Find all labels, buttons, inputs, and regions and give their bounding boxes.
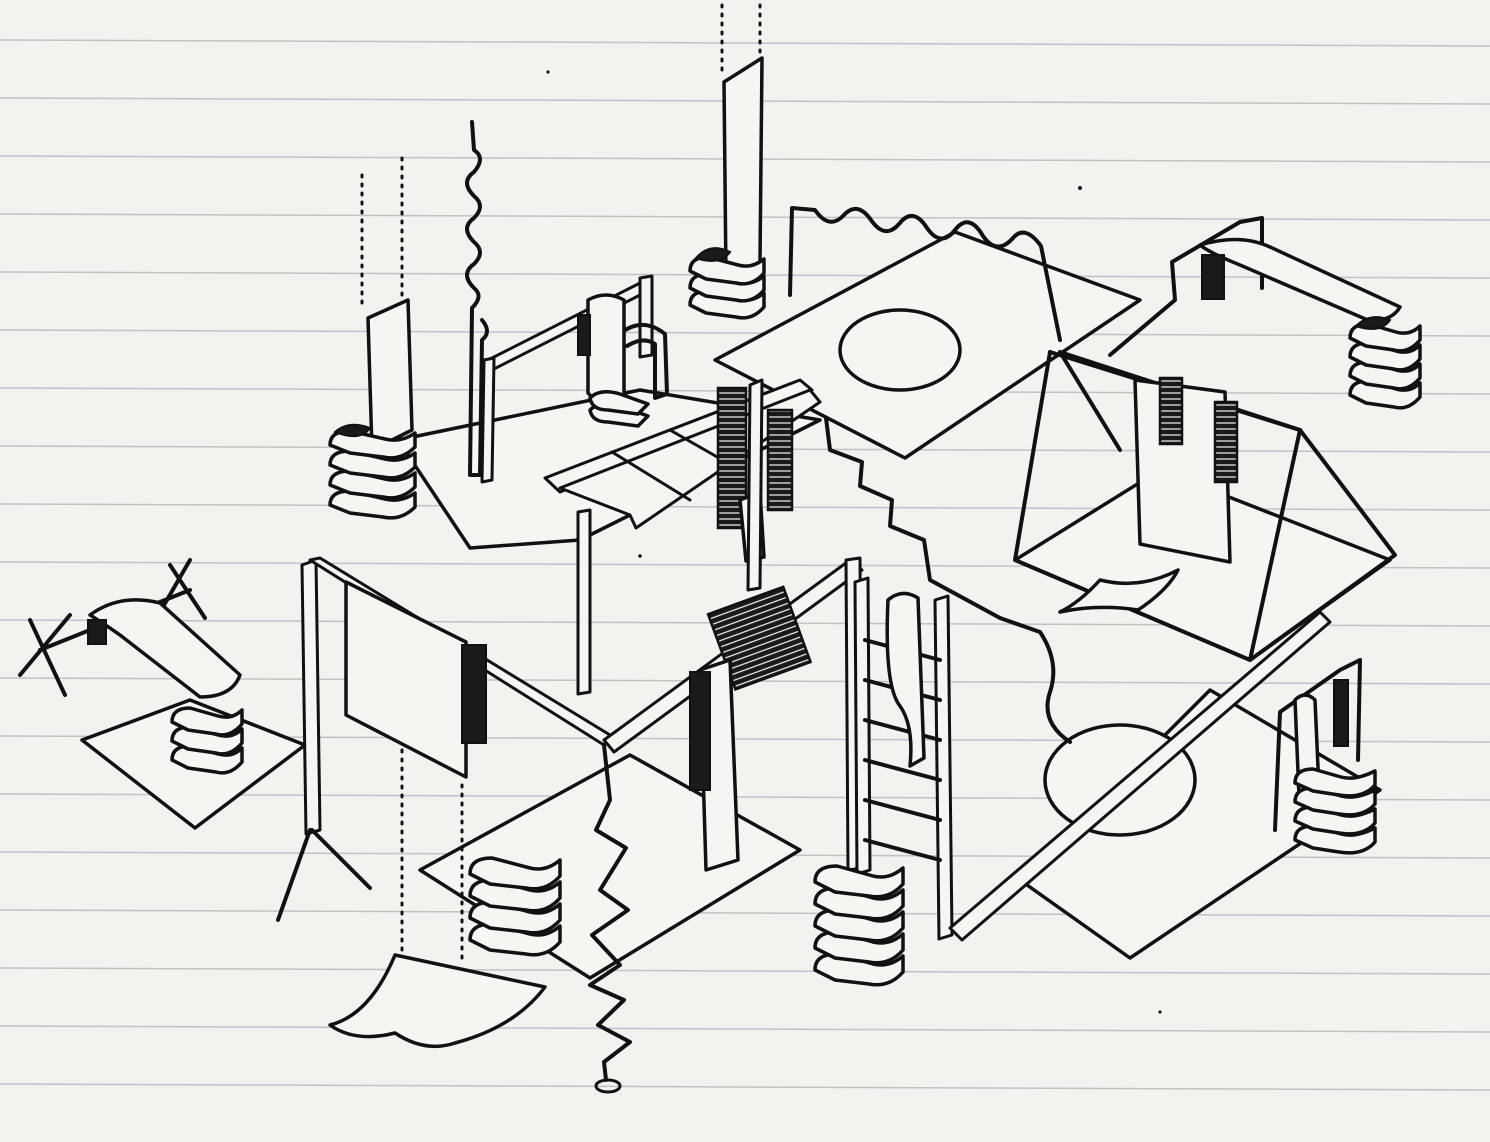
- dark-textile-strip: [1333, 679, 1349, 747]
- stacked-fabric-pile: [328, 423, 417, 520]
- circular-rug-top: [838, 308, 962, 392]
- striped-textile-right: [766, 408, 794, 512]
- stacked-fabric-pile: [813, 864, 905, 987]
- ruled-line: [0, 329, 1490, 337]
- dark-textile-strip: [689, 671, 711, 791]
- striped-textile: [1213, 400, 1239, 484]
- curled-sheet: [328, 953, 547, 1049]
- hanging-sheet: [344, 580, 468, 779]
- dark-textile-strip: [461, 644, 487, 744]
- tripod-stand-left-center: [276, 556, 612, 922]
- dotted-suspension-lines: [360, 3, 762, 962]
- tripod-bench-left: [18, 558, 244, 775]
- a-frame-stand: [1013, 350, 1397, 662]
- zigzag-crack: [588, 743, 632, 1082]
- ruled-line: [0, 1083, 1490, 1091]
- tall-hanging-banner: [722, 56, 764, 280]
- dark-textile-strip: [1201, 254, 1225, 300]
- dark-textile-strip: [87, 619, 107, 645]
- hanging-banner: [366, 298, 414, 452]
- stacked-fabric-pile: [1348, 316, 1422, 410]
- hanging-textile: [586, 293, 626, 406]
- stacked-fabric-pile: [468, 856, 562, 957]
- ladder-rail-center: [543, 378, 822, 696]
- stack-banner-top-center: [688, 56, 766, 320]
- striped-textile: [706, 585, 813, 691]
- draped-textile: [885, 591, 926, 768]
- stacked-fabric-pile: [170, 706, 244, 775]
- stack-banner-top-left: [328, 298, 417, 520]
- ruled-line: [0, 909, 1490, 917]
- fallen-textile: [1058, 568, 1180, 614]
- rail-bottom-center: [468, 556, 864, 957]
- chair-stack-bottom-right: [1273, 658, 1377, 855]
- textile-rail-upper: [480, 274, 669, 484]
- ruled-line: [0, 39, 1490, 47]
- stepped-divider: [824, 416, 1072, 744]
- wavy-cable-top: [788, 206, 1062, 342]
- ink-specks: [546, 70, 1162, 1014]
- ladder-shelf: [813, 576, 954, 987]
- stacked-fabric-pile: [1293, 767, 1377, 855]
- diagonal-rail-right: [948, 610, 1332, 942]
- striped-textile: [1158, 376, 1184, 446]
- dark-textile-strip: [577, 314, 591, 356]
- stacked-fabric-pile: [688, 247, 766, 320]
- shelf-stack-top-right: [1108, 216, 1422, 410]
- pole-base: [594, 1078, 622, 1094]
- ruled-line: [0, 1025, 1490, 1033]
- wavy-pole-left: [465, 120, 489, 477]
- ruled-line: [0, 967, 1490, 975]
